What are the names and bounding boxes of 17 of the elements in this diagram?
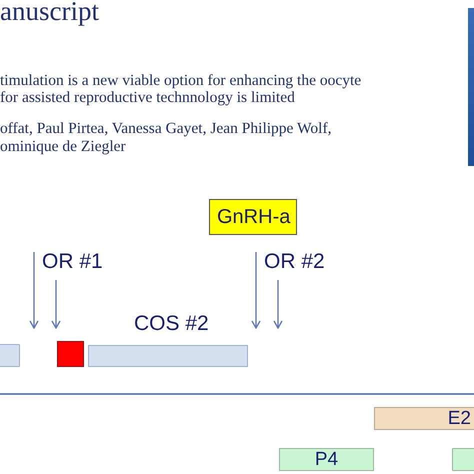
bar-label: COS #2 (134, 312, 209, 336)
box-label: P4 (314, 449, 338, 470)
phase-bar (0, 344, 20, 367)
body-text: for assisted reproductive technnology is limited (0, 89, 295, 107)
box-label: E2 (448, 408, 471, 429)
hormone-bar (452, 448, 474, 471)
box-label: GnRH-a (217, 206, 290, 228)
event-square (57, 341, 84, 367)
author-list: ominique de Ziegler (0, 138, 126, 156)
slide-title: anuscript (0, 0, 99, 28)
hormone-bar (279, 448, 374, 471)
author-list: offat, Paul Pirtea, Vanessa Gayet, Jean Philippe Wolf, (0, 120, 332, 138)
hormone-bar (374, 407, 474, 430)
event-label: OR #2 (264, 250, 325, 274)
body-text: timulation is a new viable option for enhancing the oocyte (0, 72, 362, 90)
drug-box (209, 199, 297, 235)
event-label: OR #1 (42, 250, 103, 274)
